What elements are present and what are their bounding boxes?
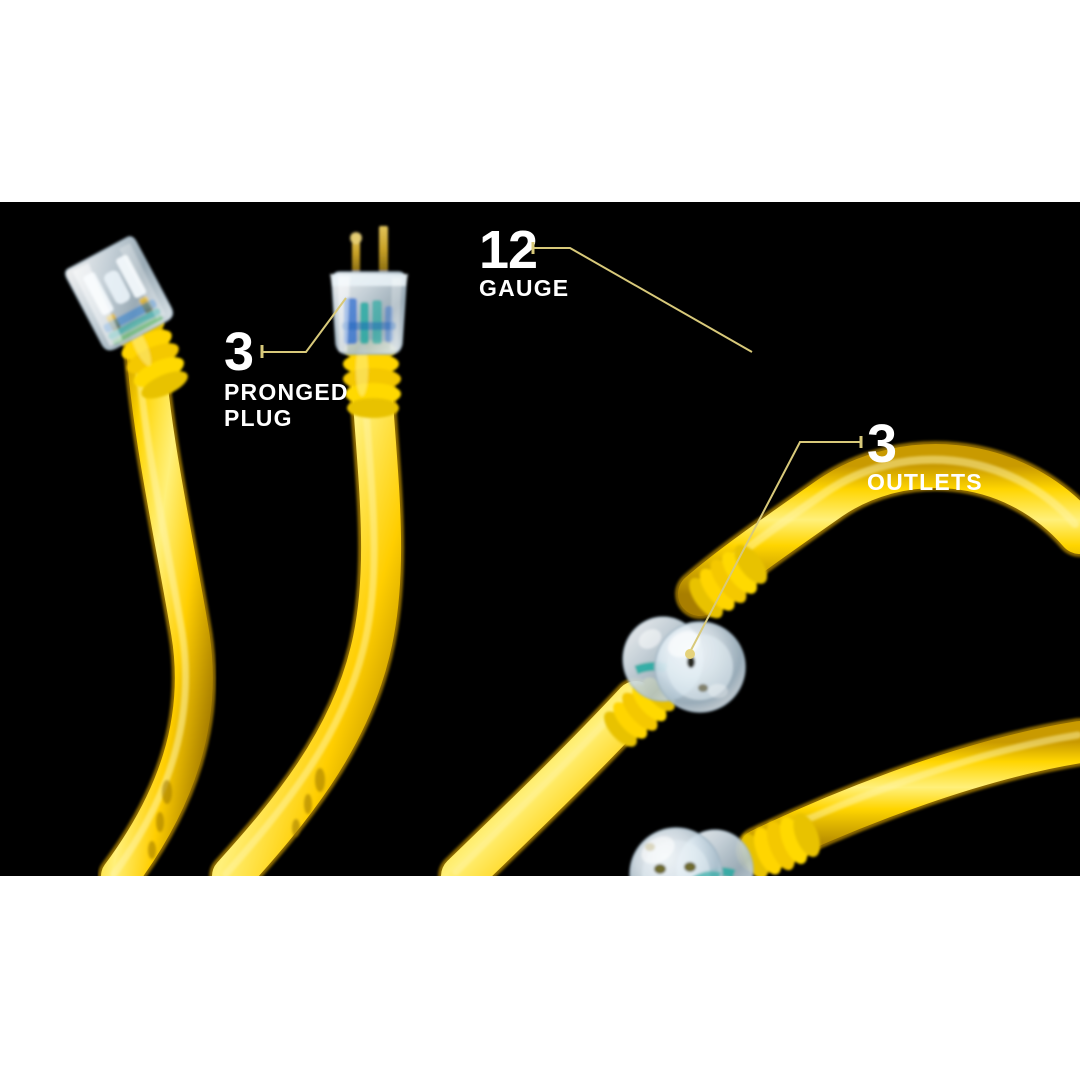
callout-pronged-plug: 3 PRONGED PLUG [224, 297, 349, 431]
female-connector [64, 236, 174, 351]
cord-jacket-print [148, 780, 172, 859]
cord-male-plug [209, 364, 405, 876]
callout-gauge-number: 12 [479, 220, 537, 280]
callout-plug-label-line1: PRONGED [224, 379, 349, 405]
callout-plug-number: 3 [224, 322, 253, 382]
callout-outlets: 3 OUTLETS [685, 414, 983, 659]
male-plug-connector [330, 226, 408, 355]
callout-gauge-label: GAUGE [479, 275, 569, 301]
callout-plug-label-line2: PLUG [224, 405, 293, 431]
plug-prong-hot [379, 226, 388, 272]
product-photo: 12 GAUGE 3 PRONGED PLUG 3 OU [0, 202, 1080, 876]
outlet-block-lower [629, 827, 754, 876]
leader-line-plug [260, 297, 347, 358]
leader-line-gauge [531, 242, 753, 353]
callout-outlets-label: OUTLETS [867, 469, 983, 495]
letterbox-bottom [0, 876, 1080, 1080]
strain-relief-outlet-lower-right [741, 813, 821, 876]
outlet-block-upper [622, 616, 746, 713]
letterbox-top [0, 0, 1080, 202]
cord-female-left [98, 320, 216, 876]
callout-outlets-number: 3 [867, 414, 896, 474]
cord-jacket-print-2 [292, 768, 325, 837]
strain-relief-outlet-upper-right [689, 544, 768, 619]
callout-gauge: 12 GAUGE [479, 220, 753, 353]
leader-line-outlets [685, 436, 863, 659]
